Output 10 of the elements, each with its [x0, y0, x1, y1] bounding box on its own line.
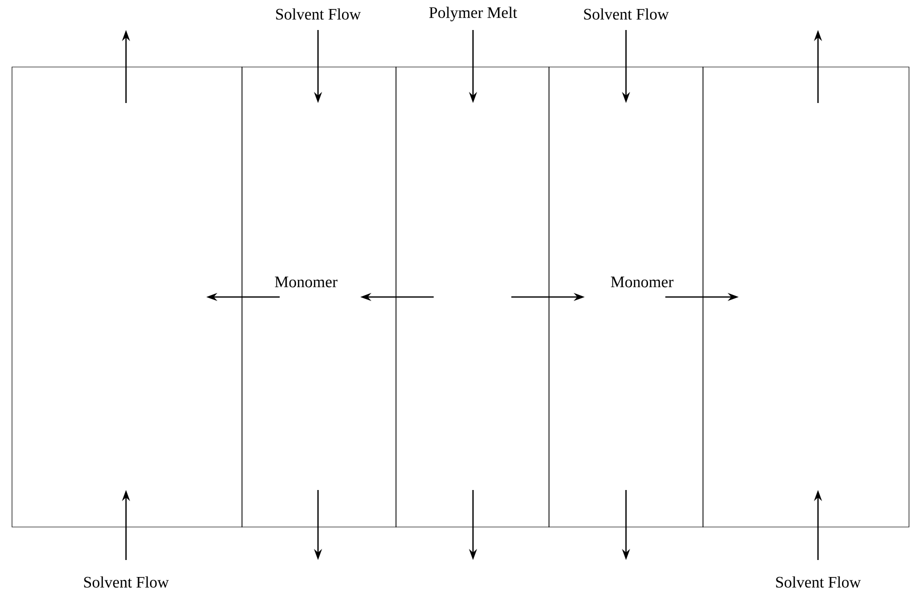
node-label: Solvent Flow	[276, 8, 361, 20]
column-band: Solvent Flow	[12, 66, 242, 588]
node-label: Polymer Melt	[429, 6, 518, 22]
column-band: Polymer Melt	[396, 6, 550, 528]
node-label: Solvent Flow	[84, 576, 169, 588]
column-band: Solvent Flow	[702, 66, 910, 588]
column-band: Solvent Flow Monomer	[548, 8, 704, 528]
node-label: Solvent Flow	[584, 8, 669, 20]
node-label: Solvent Flow	[776, 576, 861, 588]
column-band: Solvent Flow Monomer	[242, 8, 396, 528]
